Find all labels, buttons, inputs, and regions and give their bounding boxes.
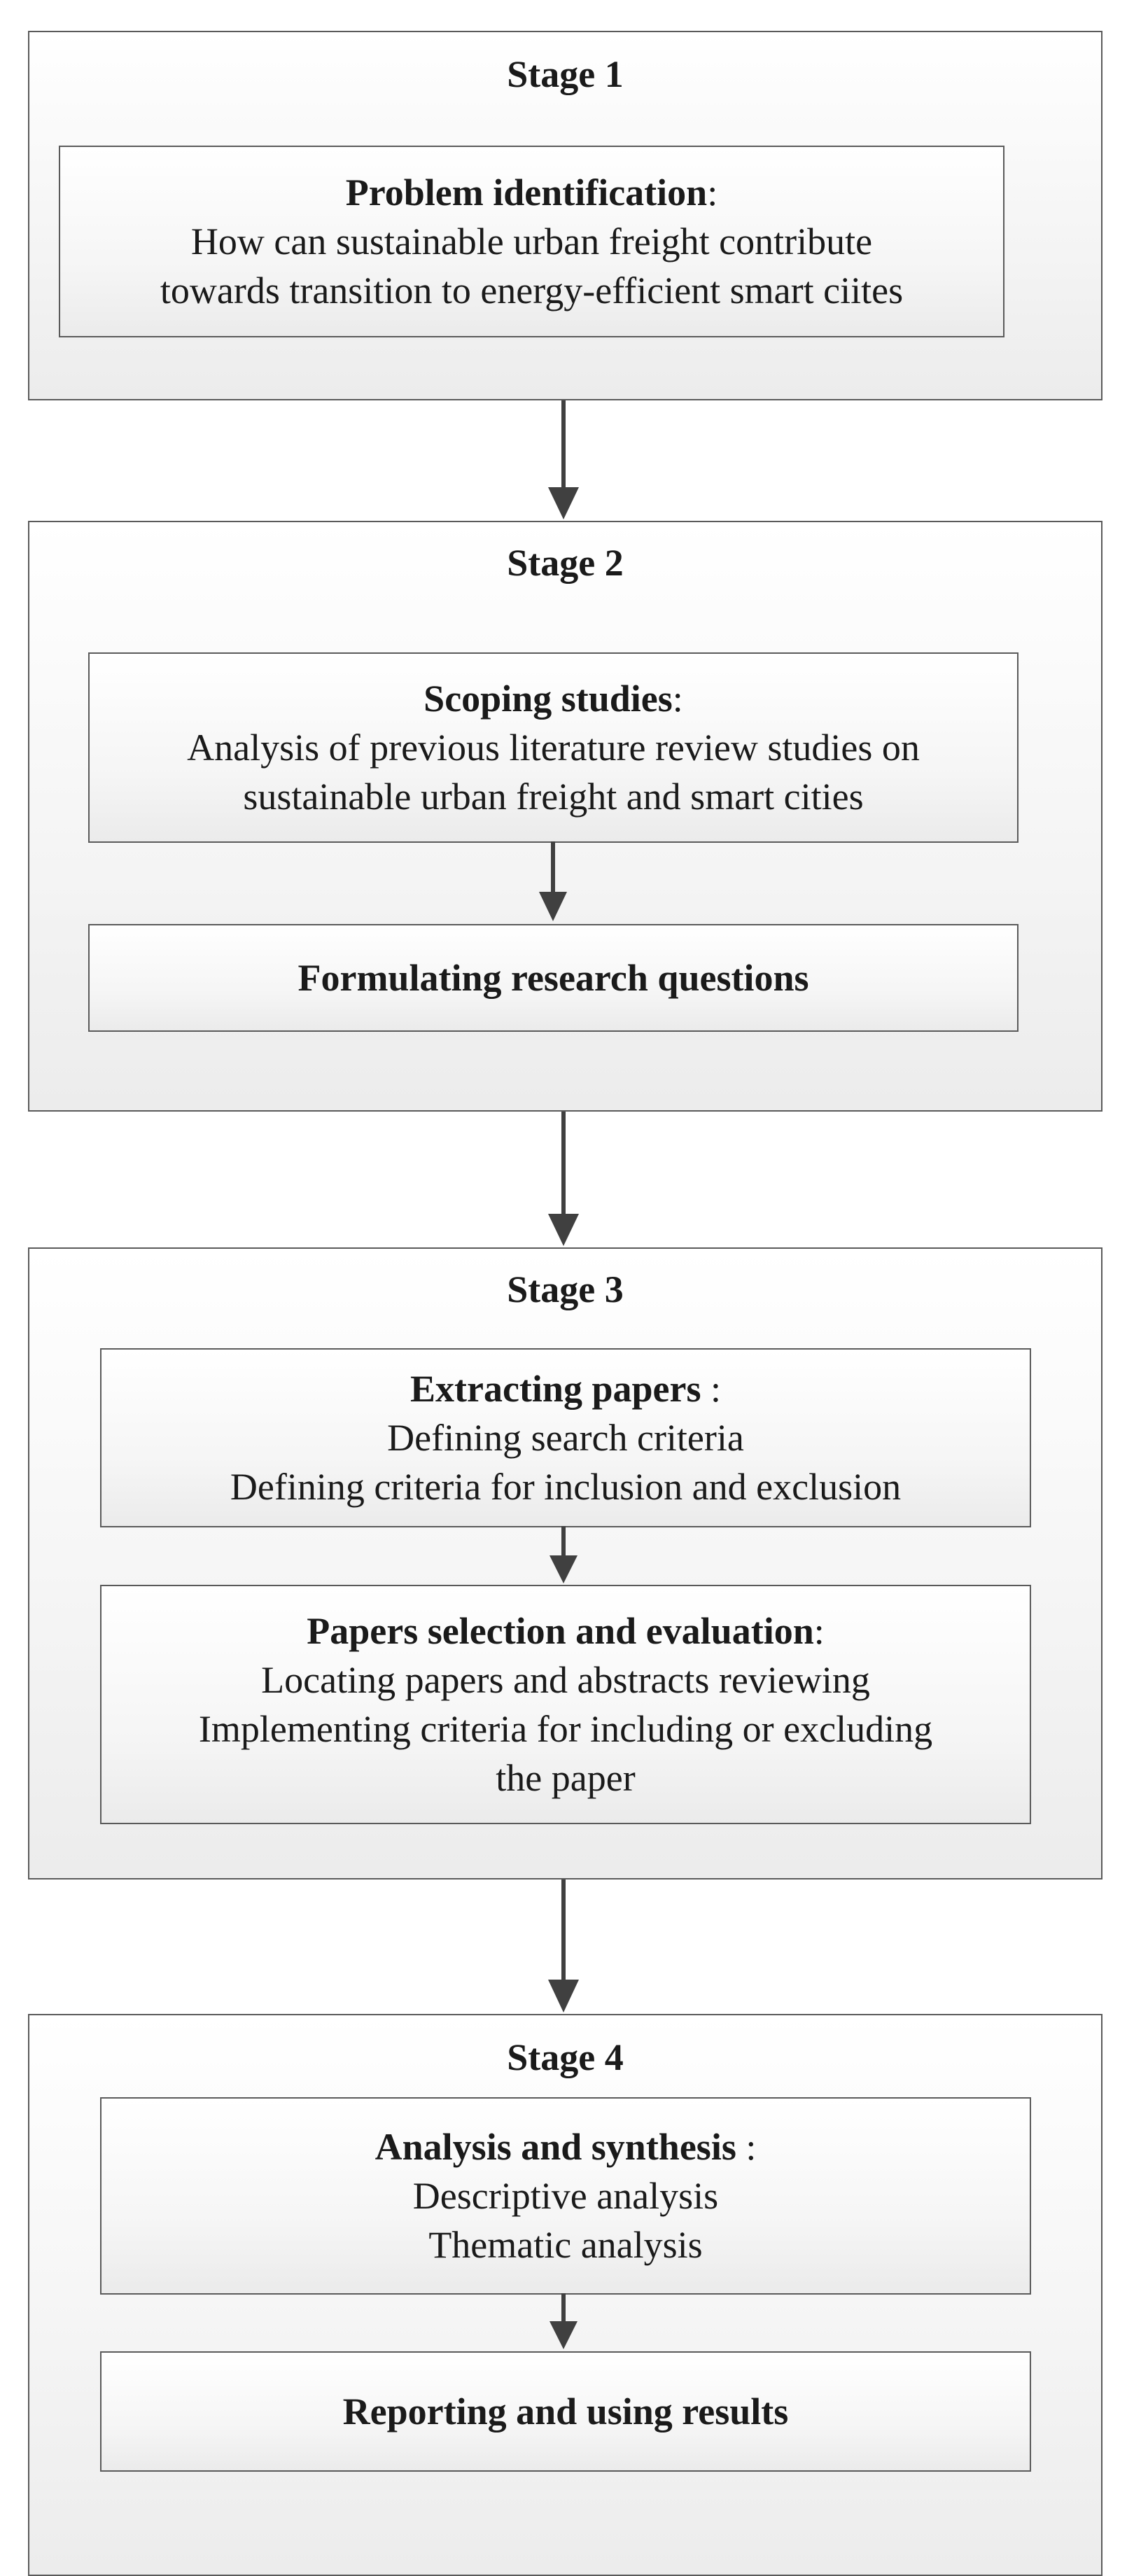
scoping-studies-heading: Scoping studies xyxy=(424,678,673,720)
arrow-scoping-to-research-questions xyxy=(539,841,567,921)
stage-4-panel: Stage 4 Analysis and synthesis : Descrip… xyxy=(28,2014,1102,2576)
formulating-research-questions-box: Formulating research questions xyxy=(88,924,1018,1032)
formulating-research-questions-heading: Formulating research questions xyxy=(298,957,809,999)
analysis-synthesis-box: Analysis and synthesis : Descriptive ana… xyxy=(100,2097,1031,2295)
arrow-stage2-to-stage3 xyxy=(548,1112,579,1246)
problem-identification-box: Problem identification: How can sustaina… xyxy=(59,146,1004,337)
scoping-studies-colon: : xyxy=(672,678,683,720)
papers-selection-line-1: Locating papers and abstracts reviewing xyxy=(261,1659,870,1701)
extracting-papers-colon: : xyxy=(701,1368,721,1410)
analysis-synthesis-colon: : xyxy=(736,2126,757,2168)
arrow-analysis-to-reporting xyxy=(550,2293,578,2349)
arrow-extracting-to-selection xyxy=(550,1526,578,1583)
problem-identification-heading: Problem identification xyxy=(345,172,708,214)
papers-selection-line-2: Implementing criteria for including or e… xyxy=(198,1708,933,1750)
stage-1-title: Stage 1 xyxy=(507,53,624,95)
scoping-studies-line-2: sustainable urban freight and smart citi… xyxy=(243,776,864,818)
reporting-results-box: Reporting and using results xyxy=(100,2351,1031,2472)
problem-identification-line-2: towards transition to energy-efficient s… xyxy=(160,270,904,312)
stage-1-panel: Stage 1 Problem identification: How can … xyxy=(28,31,1102,400)
extracting-papers-box: Extracting papers : Defining search crit… xyxy=(100,1348,1031,1527)
analysis-synthesis-heading: Analysis and synthesis xyxy=(374,2126,736,2168)
stage-4-title: Stage 4 xyxy=(507,2036,624,2078)
papers-selection-box: Papers selection and evaluation: Locatin… xyxy=(100,1585,1031,1824)
arrow-stage3-to-stage4 xyxy=(548,1879,579,2012)
extracting-papers-heading: Extracting papers xyxy=(410,1368,701,1410)
stage-3-title: Stage 3 xyxy=(507,1268,624,1310)
stage-2-panel: Stage 2 Scoping studies: Analysis of pre… xyxy=(28,521,1102,1112)
papers-selection-colon: : xyxy=(813,1610,825,1652)
papers-selection-line-3: the paper xyxy=(496,1757,636,1799)
scoping-studies-box: Scoping studies: Analysis of previous li… xyxy=(88,652,1018,843)
extracting-papers-line-2: Defining criteria for inclusion and excl… xyxy=(230,1466,902,1508)
extracting-papers-line-1: Defining search criteria xyxy=(387,1417,744,1459)
stage-2-title: Stage 2 xyxy=(507,542,624,584)
analysis-synthesis-line-2: Thematic analysis xyxy=(428,2224,703,2266)
scoping-studies-line-1: Analysis of previous literature review s… xyxy=(187,727,920,769)
problem-identification-colon: : xyxy=(707,172,718,214)
reporting-results-heading: Reporting and using results xyxy=(342,2390,789,2432)
papers-selection-heading: Papers selection and evaluation xyxy=(307,1610,814,1652)
arrow-stage1-to-stage2 xyxy=(548,400,579,519)
problem-identification-line-1: How can sustainable urban freight contri… xyxy=(190,220,873,262)
analysis-synthesis-line-1: Descriptive analysis xyxy=(412,2175,719,2217)
